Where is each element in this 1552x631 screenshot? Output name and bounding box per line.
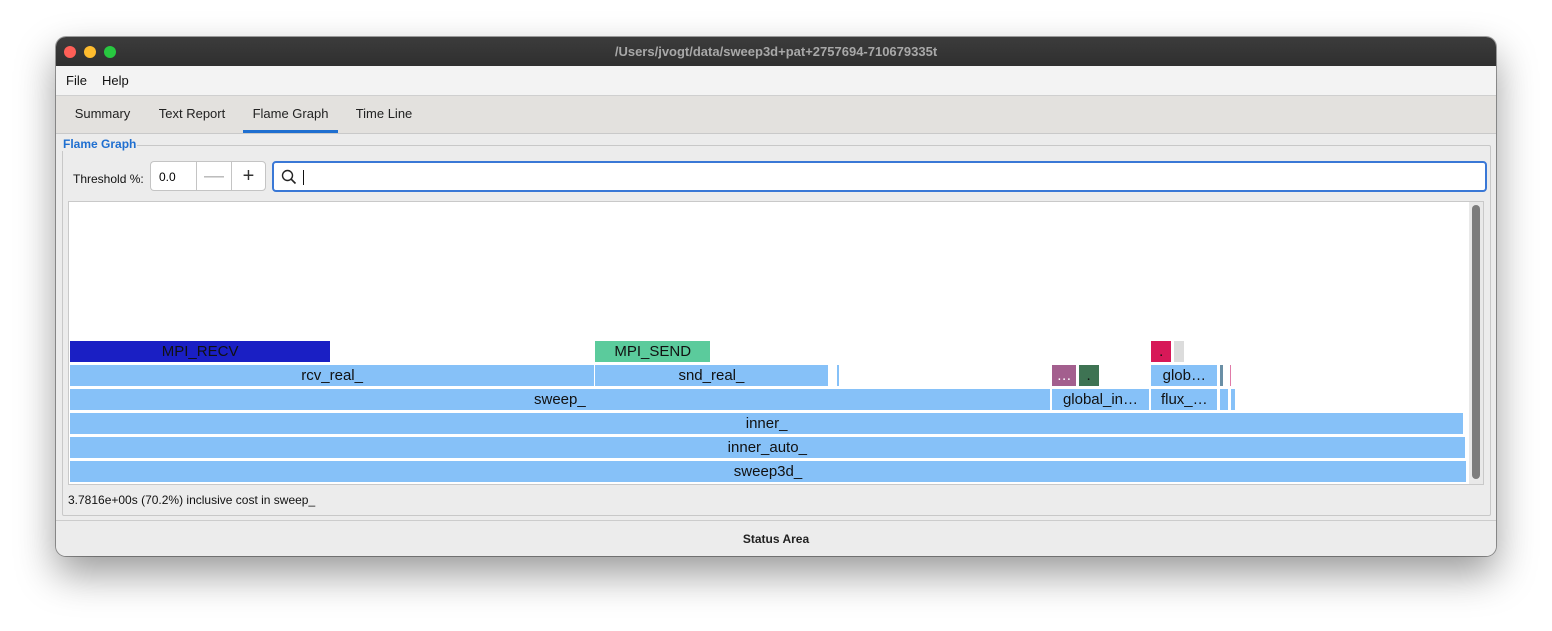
flame-frame[interactable]: MPI_SEND <box>595 341 712 362</box>
threshold-decrement-button[interactable]: — <box>196 161 231 191</box>
threshold-label: Threshold %: <box>73 172 144 186</box>
search-icon <box>281 169 297 185</box>
flame-frame[interactable]: MPI_RECV <box>70 341 332 362</box>
close-window-button[interactable] <box>64 46 76 58</box>
plus-icon: + <box>242 165 255 187</box>
app-window: /Users/jvogt/data/sweep3d+pat+2757694-71… <box>56 37 1496 556</box>
minus-icon: — <box>204 165 224 187</box>
flame-frame[interactable] <box>1173 341 1185 362</box>
menu-help[interactable]: Help <box>102 73 129 88</box>
flame-frame[interactable]: inner_ <box>70 413 1465 434</box>
flame-frame[interactable]: flux_… <box>1151 389 1219 410</box>
threshold-input[interactable]: 0.0 <box>150 161 196 191</box>
vertical-scrollbar-thumb[interactable] <box>1472 205 1480 479</box>
flame-frame[interactable] <box>836 365 840 386</box>
vertical-scrollbar[interactable] <box>1469 202 1483 484</box>
flame-frame[interactable] <box>1219 365 1224 386</box>
flame-frame[interactable]: . <box>1151 341 1173 362</box>
flame-frame[interactable]: rcv_real_ <box>70 365 596 386</box>
tab-time-line[interactable]: Time Line <box>355 106 413 121</box>
maximize-window-button[interactable] <box>104 46 116 58</box>
status-area-label: Status Area <box>742 532 810 546</box>
window-title: /Users/jvogt/data/sweep3d+pat+2757694-71… <box>614 44 938 59</box>
flame-frame[interactable]: sweep_ <box>70 389 1051 410</box>
flame-frame[interactable]: sweep3d_ <box>70 461 1467 482</box>
search-input[interactable] <box>272 161 1487 192</box>
flame-frame[interactable]: inner_auto_ <box>70 437 1466 458</box>
tab-flame-graph[interactable]: Flame Graph <box>243 96 338 133</box>
flame-frame[interactable] <box>1230 389 1237 410</box>
text-caret <box>303 170 304 185</box>
status-bar: Status Area <box>56 520 1496 556</box>
flame-frame[interactable]: … <box>1052 365 1078 386</box>
tab-summary[interactable]: Summary <box>74 106 131 121</box>
flame-frame[interactable]: global_in… <box>1052 389 1150 410</box>
menu-bar: File Help <box>56 66 1496 96</box>
flame-graph-group-title: Flame Graph <box>62 137 138 151</box>
flame-frame[interactable]: glob… <box>1151 365 1219 386</box>
threshold-increment-button[interactable]: + <box>231 161 266 191</box>
flame-frame[interactable] <box>1219 389 1230 410</box>
flame-frame[interactable] <box>1229 365 1233 386</box>
tab-text-report[interactable]: Text Report <box>158 106 226 121</box>
flame-frame[interactable]: . <box>1078 365 1100 386</box>
tab-bar: Summary Text Report Flame Graph Time Lin… <box>56 96 1496 134</box>
flame-graph-canvas[interactable]: MPI_RECV MPI_SEND. rcv_real_snd_real_ …. glo… <box>68 201 1484 485</box>
hover-info-text: 3.7816e+00s (70.2%) inclusive cost in sw… <box>68 493 316 507</box>
minimize-window-button[interactable] <box>84 46 96 58</box>
title-bar[interactable]: /Users/jvogt/data/sweep3d+pat+2757694-71… <box>56 37 1496 67</box>
menu-file[interactable]: File <box>66 73 87 88</box>
flame-frame[interactable]: snd_real_ <box>595 365 829 386</box>
